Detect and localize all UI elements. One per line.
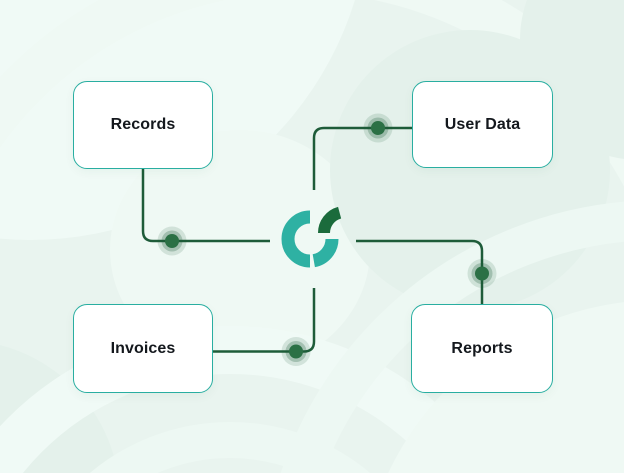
node-reports-label: Reports bbox=[451, 339, 513, 357]
logo-arc-top-right bbox=[318, 206, 342, 234]
connector-user-data-hub bbox=[312, 113, 412, 190]
node-invoices-label: Invoices bbox=[110, 339, 176, 357]
connection-dot-user-data bbox=[363, 113, 393, 143]
connection-dot-records bbox=[157, 226, 187, 256]
connection-dot-reports bbox=[467, 259, 497, 288]
logo-arc-left-c bbox=[281, 210, 311, 268]
node-records-label: Records bbox=[110, 116, 176, 133]
connector-records-hub bbox=[141, 169, 270, 256]
node-reports: Reports bbox=[411, 304, 553, 393]
brand-logo bbox=[281, 206, 342, 268]
connection-dot-invoices bbox=[281, 337, 311, 366]
connector-invoices-hub bbox=[213, 288, 316, 366]
node-invoices: Invoices bbox=[73, 304, 213, 393]
node-user-data: User Data bbox=[412, 81, 553, 168]
connector-reports-hub bbox=[356, 239, 497, 304]
node-user-data-label: User Data bbox=[444, 115, 521, 133]
node-records: Records bbox=[73, 81, 213, 169]
logo-arc-bottom-right bbox=[312, 238, 339, 268]
